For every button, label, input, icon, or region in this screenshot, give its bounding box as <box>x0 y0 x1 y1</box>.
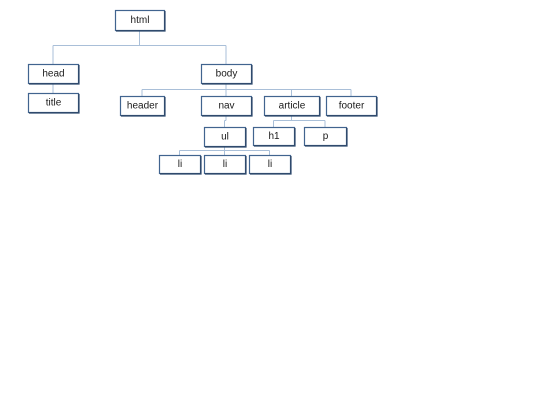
node-nav: nav <box>200 95 253 117</box>
node-edge-li1 <box>160 156 202 175</box>
node-edge-h1 <box>254 128 296 147</box>
node-label-p: p <box>323 131 329 142</box>
node-label-title: title <box>46 98 62 109</box>
node-label-nav: nav <box>218 101 234 112</box>
node-title: title <box>27 92 80 114</box>
node-footer: footer <box>325 95 378 117</box>
node-edge-footer <box>327 97 378 117</box>
connector-group <box>52 30 352 155</box>
node-ul: ul <box>203 126 247 148</box>
node-edge-nav <box>202 97 253 117</box>
node-edge-header <box>121 97 166 117</box>
node-label-li2: li <box>223 159 227 170</box>
node-label-li3: li <box>268 159 272 170</box>
node-label-article: article <box>279 101 306 112</box>
node-edge-title <box>29 94 80 114</box>
node-label-body: body <box>216 69 238 80</box>
node-label-html: html <box>131 15 150 26</box>
node-li1: li <box>158 154 202 175</box>
node-label-header: header <box>127 101 159 112</box>
node-li3: li <box>248 154 292 175</box>
node-label-h1: h1 <box>268 131 280 142</box>
node-h1: h1 <box>252 126 296 147</box>
node-label-head: head <box>42 69 64 80</box>
node-edge-li2 <box>205 156 247 175</box>
node-edge-article <box>265 97 321 117</box>
node-label-li1: li <box>178 159 182 170</box>
node-edge-li3 <box>250 156 292 175</box>
node-group: html head body title header nav article footer u… <box>27 9 378 175</box>
node-p: p <box>303 126 348 147</box>
node-html: html <box>114 9 166 32</box>
node-head: head <box>27 63 80 85</box>
node-edge-html <box>116 11 166 32</box>
node-label-ul: ul <box>221 132 229 143</box>
node-article: article <box>263 95 321 117</box>
node-body: body <box>200 63 253 85</box>
node-edge-body <box>202 65 253 85</box>
node-edge-ul <box>205 128 247 148</box>
node-label-footer: footer <box>339 101 365 112</box>
node-header: header <box>119 95 166 117</box>
node-li2: li <box>203 154 247 175</box>
node-edge-head <box>29 65 80 85</box>
node-edge-p <box>305 128 348 147</box>
